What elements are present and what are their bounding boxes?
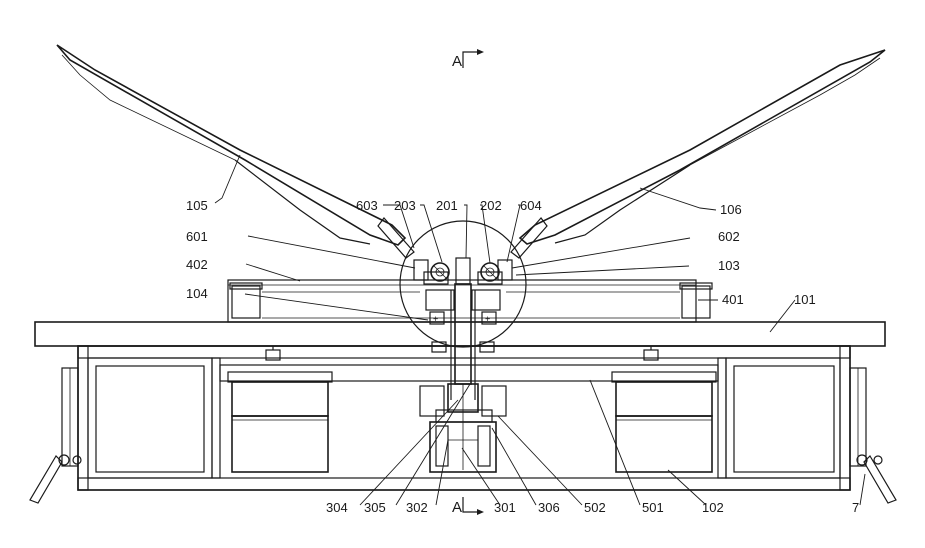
label-201: 201 (436, 198, 458, 213)
hub-assembly: + + (414, 258, 512, 352)
label-105: 105 (186, 198, 208, 213)
label-601: 601 (186, 229, 208, 244)
label-502: 502 (584, 500, 606, 515)
section-label-bottom: A (452, 499, 462, 516)
label-402: 402 (186, 257, 208, 272)
label-302: 302 (406, 500, 428, 515)
right-blade (511, 50, 885, 258)
label-305: 305 (364, 500, 386, 515)
label-603: 603 (356, 198, 378, 213)
lower-housing (78, 346, 850, 490)
label-301: 301 (494, 500, 516, 515)
label-104: 104 (186, 286, 208, 301)
reference-labels: 105 603 203 201 202 604 106 601 602 402 … (186, 198, 859, 515)
label-604: 604 (520, 198, 542, 213)
label-106: 106 (720, 202, 742, 217)
label-304: 304 (326, 500, 348, 515)
label-7: 7 (852, 500, 859, 515)
label-501: 501 (642, 500, 664, 515)
label-101: 101 (794, 292, 816, 307)
label-602: 602 (718, 229, 740, 244)
label-102: 102 (702, 500, 724, 515)
label-401: 401 (722, 292, 744, 307)
label-103: 103 (718, 258, 740, 273)
inner-plate (220, 365, 718, 381)
section-marker-bottom: A (452, 497, 484, 516)
label-306: 306 (538, 500, 560, 515)
section-marker-top: A (452, 49, 484, 70)
top-rail-assembly (228, 280, 712, 322)
section-label-top: A (452, 53, 462, 70)
base-plate (35, 322, 885, 346)
label-203: 203 (394, 198, 416, 213)
left-blade (57, 45, 414, 258)
label-202: 202 (480, 198, 502, 213)
central-screw (448, 284, 478, 470)
